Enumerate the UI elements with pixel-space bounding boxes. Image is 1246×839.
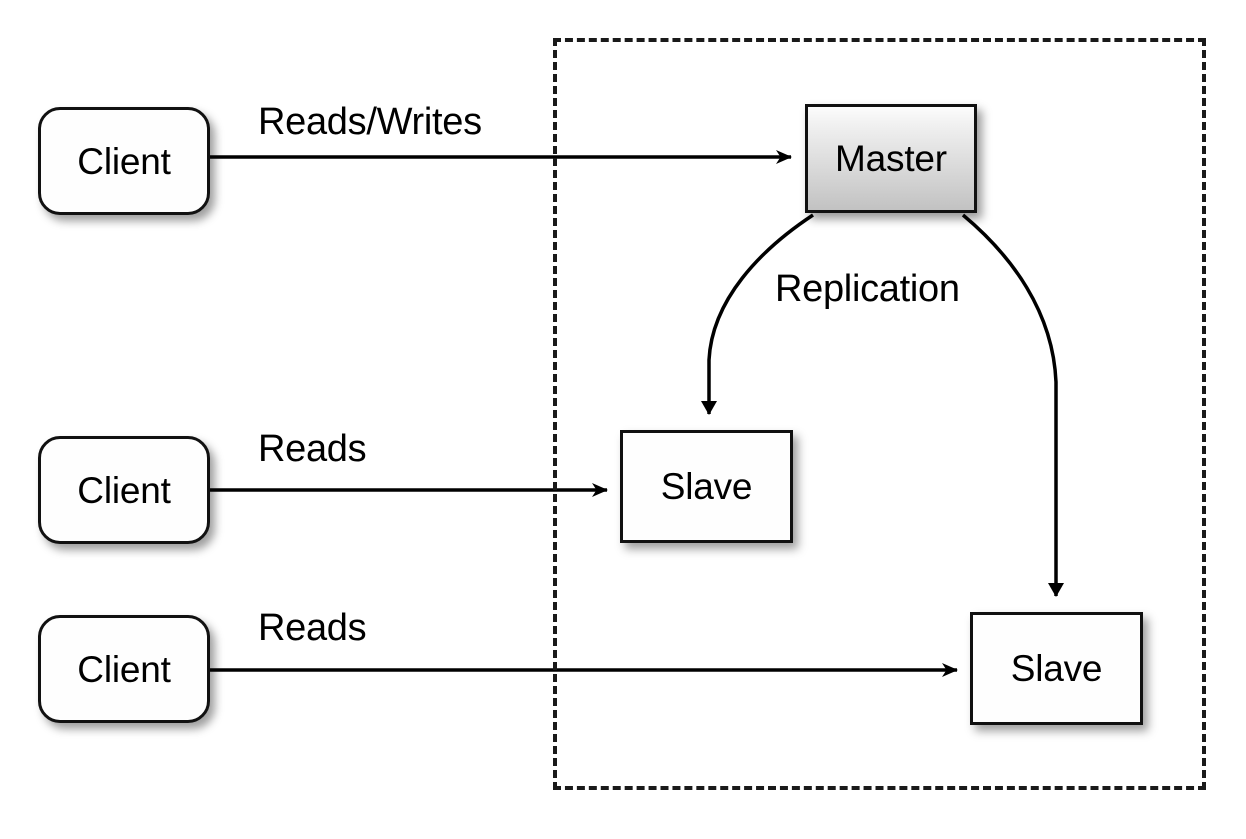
node-slave-2[interactable]: Slave xyxy=(970,612,1143,725)
node-label: Client xyxy=(77,140,171,182)
edge-label-replication: Replication xyxy=(775,268,960,310)
edge-label-reads-slave2: Reads xyxy=(258,607,367,649)
node-master[interactable]: Master xyxy=(805,104,977,213)
node-client-2[interactable]: Client xyxy=(38,436,210,544)
edge-curve-master-to-slave1 xyxy=(701,213,814,415)
edge-curve-master-to-slave2 xyxy=(961,213,1064,597)
node-label: Slave xyxy=(1010,648,1103,689)
node-label: Client xyxy=(77,469,171,511)
node-client-1[interactable]: Client xyxy=(38,107,210,215)
node-client-3[interactable]: Client xyxy=(38,615,210,723)
node-label: Master xyxy=(835,138,947,179)
node-label: Slave xyxy=(660,466,753,507)
edge-label-reads-writes: Reads/Writes xyxy=(258,101,482,143)
node-label: Client xyxy=(77,648,171,690)
edge-label-reads-slave1: Reads xyxy=(258,428,367,470)
node-slave-1[interactable]: Slave xyxy=(620,430,793,543)
